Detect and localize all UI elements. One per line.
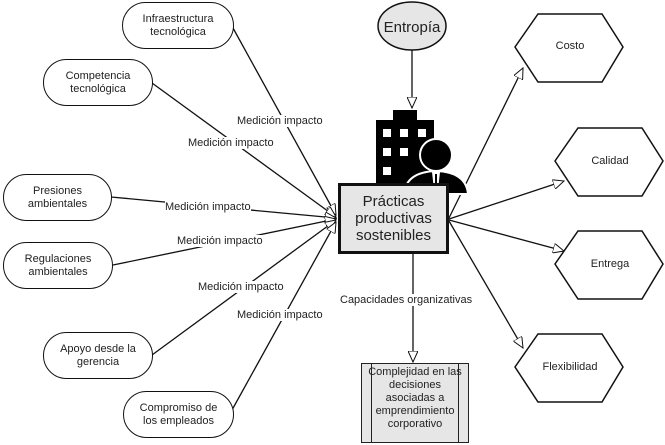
center-node-label: Prácticas productivas sostenibles [355, 193, 432, 244]
edge-costo [448, 68, 524, 219]
edge-label-infraestructura: Medición impacto [237, 115, 323, 127]
node-competencia-label: Competencia tecnológica [65, 69, 131, 95]
edge-label-capacidades: Capacidades organizativas [340, 294, 473, 306]
edge-label-presiones: Medición impacto [165, 201, 251, 213]
node-apoyo[interactable]: Apoyo desde la gerencia [43, 332, 153, 379]
hexagon-calidad[interactable] [554, 127, 664, 197]
node-presiones-label: Presiones ambientales [27, 184, 88, 210]
edge-label-compromiso: Medición impacto [237, 309, 323, 321]
bottom-node-right-bar [458, 364, 468, 442]
node-infraestructura[interactable]: Infraestructura tecnológica [122, 2, 234, 49]
bottom-node-left-bar [362, 364, 372, 442]
node-regulaciones-label: Regulaciones ambientales [24, 252, 92, 278]
hexagon-costo[interactable] [514, 13, 624, 83]
node-infraestructura-label: Infraestructura tecnológica [142, 12, 214, 38]
node-regulaciones[interactable]: Regulaciones ambientales [3, 242, 113, 289]
hexagon-costo-label: Costo [555, 40, 585, 52]
entropia-label: Entropía [383, 18, 441, 36]
node-compromiso-label: Compromiso de los empleados [139, 401, 218, 427]
building-person-icon [376, 110, 470, 195]
hexagon-flexibilidad[interactable] [514, 333, 624, 403]
node-compromiso[interactable]: Compromiso de los empleados [123, 391, 234, 438]
edge-label-apoyo: Medición impacto [198, 281, 284, 293]
hexagon-calidad-label: Calidad [591, 155, 629, 167]
bottom-node-label: Complejidad en las decisiones asociadas … [368, 366, 462, 430]
edge-entrega [448, 219, 564, 251]
node-presiones[interactable]: Presiones ambientales [3, 174, 112, 221]
center-node[interactable]: Prácticas productivas sostenibles [338, 183, 449, 254]
edge-competencia [151, 82, 336, 217]
hexagon-flexibilidad-label: Flexibilidad [542, 361, 598, 373]
bottom-node[interactable]: Complejidad en las decisiones asociadas … [361, 363, 469, 443]
hexagon-entrega-label: Entrega [590, 258, 630, 270]
node-competencia[interactable]: Competencia tecnológica [43, 59, 153, 106]
edge-flexibilidad [448, 220, 523, 348]
edge-label-competencia: Medición impacto [188, 137, 274, 149]
hexagon-entrega[interactable] [554, 230, 664, 300]
edge-calidad [448, 181, 564, 220]
edge-label-regulaciones: Medición impacto [177, 235, 263, 247]
node-apoyo-label: Apoyo desde la gerencia [60, 342, 136, 368]
